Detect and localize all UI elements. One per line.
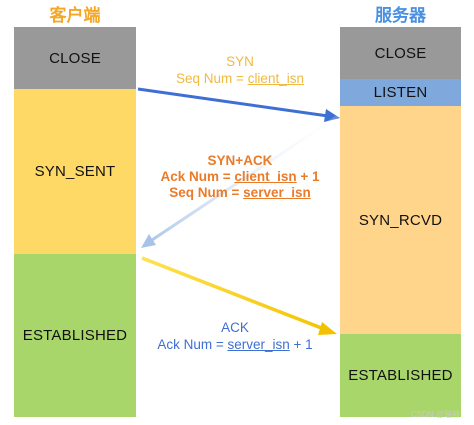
- server-state-syn-rcvd: SYN_RCVD: [340, 106, 461, 334]
- client-state-close: CLOSE: [14, 27, 136, 89]
- synack-seq-value: server_isn: [243, 185, 311, 200]
- synack-name: SYN+ACK: [207, 153, 273, 168]
- ack-arrowhead-icon: [318, 322, 337, 335]
- ack-num-line: Ack Num = server_isn + 1: [135, 336, 335, 353]
- watermark: CSDN @瑞神: [410, 410, 460, 419]
- ack-name: ACK: [221, 320, 249, 335]
- synack-ack-value: client_isn: [234, 169, 297, 184]
- synack-seq-line: Seq Num = server_isn: [140, 185, 340, 201]
- server-state-listen: LISTEN: [340, 79, 461, 106]
- ack-arrow-line: [141, 256, 325, 331]
- syn-message-label: SYN Seq Num = client_isn: [150, 53, 330, 87]
- synack-ack-prefix: Ack Num =: [160, 169, 235, 184]
- synack-arrow-line: [151, 114, 339, 242]
- synack-message-label: SYN+ACK Ack Num = client_isn + 1 Seq Num…: [140, 153, 340, 201]
- ack-num-value: server_isn: [227, 337, 290, 352]
- client-state-syn-sent: SYN_SENT: [14, 89, 136, 254]
- client-column-title: 客户端: [49, 6, 101, 26]
- syn-seq-prefix: Seq Num =: [176, 71, 248, 86]
- ack-num-prefix: Ack Num =: [157, 337, 228, 352]
- syn-arrow-line: [137, 87, 329, 118]
- syn-seq-value: client_isn: [247, 71, 304, 86]
- client-state-established: ESTABLISHED: [14, 254, 136, 417]
- server-column-title: 服务器: [375, 6, 426, 26]
- syn-name: SYN: [226, 54, 254, 69]
- synack-seq-prefix: Seq Num =: [169, 185, 244, 200]
- synack-arrowhead-icon: [141, 234, 156, 248]
- server-state-close: CLOSE: [340, 27, 461, 79]
- synack-ack-suffix: + 1: [296, 169, 320, 184]
- server-state-established: ESTABLISHED: [340, 334, 461, 417]
- synack-ack-line: Ack Num = client_isn + 1: [140, 169, 340, 185]
- syn-seq-line: Seq Num = client_isn: [150, 70, 330, 87]
- ack-message-label: ACK Ack Num = server_isn + 1: [135, 319, 335, 353]
- ack-num-suffix: + 1: [289, 337, 313, 352]
